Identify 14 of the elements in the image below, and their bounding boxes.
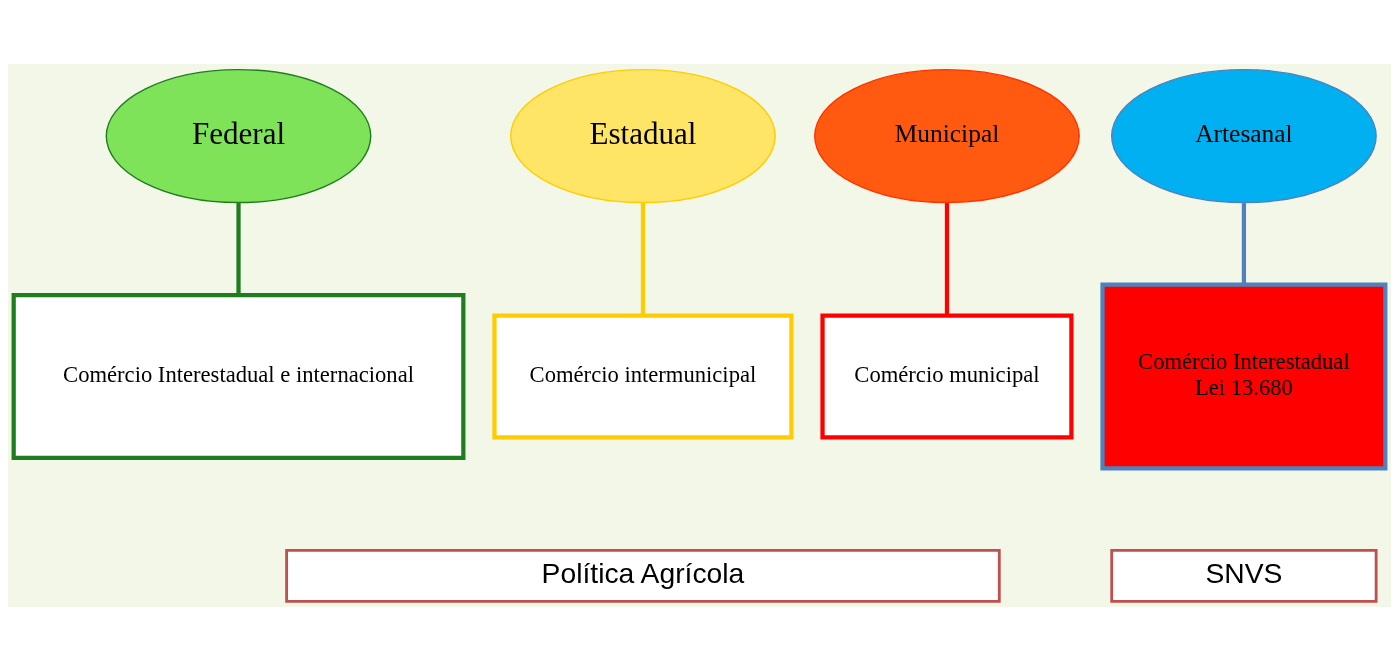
connector [944, 202, 950, 315]
node-ellipse: Estadual [510, 68, 776, 203]
connector [1241, 202, 1247, 284]
node-ellipse: Federal [105, 68, 372, 203]
node-box: Comércio Interestadual e internacional [11, 292, 466, 460]
node-ellipse: Municipal [814, 68, 1080, 203]
node-box: SNVS [1110, 548, 1378, 603]
connector [236, 202, 241, 295]
node-box: Comércio Interestadual Lei 13.680 [1100, 281, 1388, 471]
node-box: Política Agrícola [285, 548, 1001, 603]
node-box: Comércio municipal [820, 313, 1074, 439]
node-ellipse: Artesanal [1111, 68, 1377, 203]
node-box: Comércio intermunicipal [492, 313, 794, 439]
connector [640, 202, 646, 315]
